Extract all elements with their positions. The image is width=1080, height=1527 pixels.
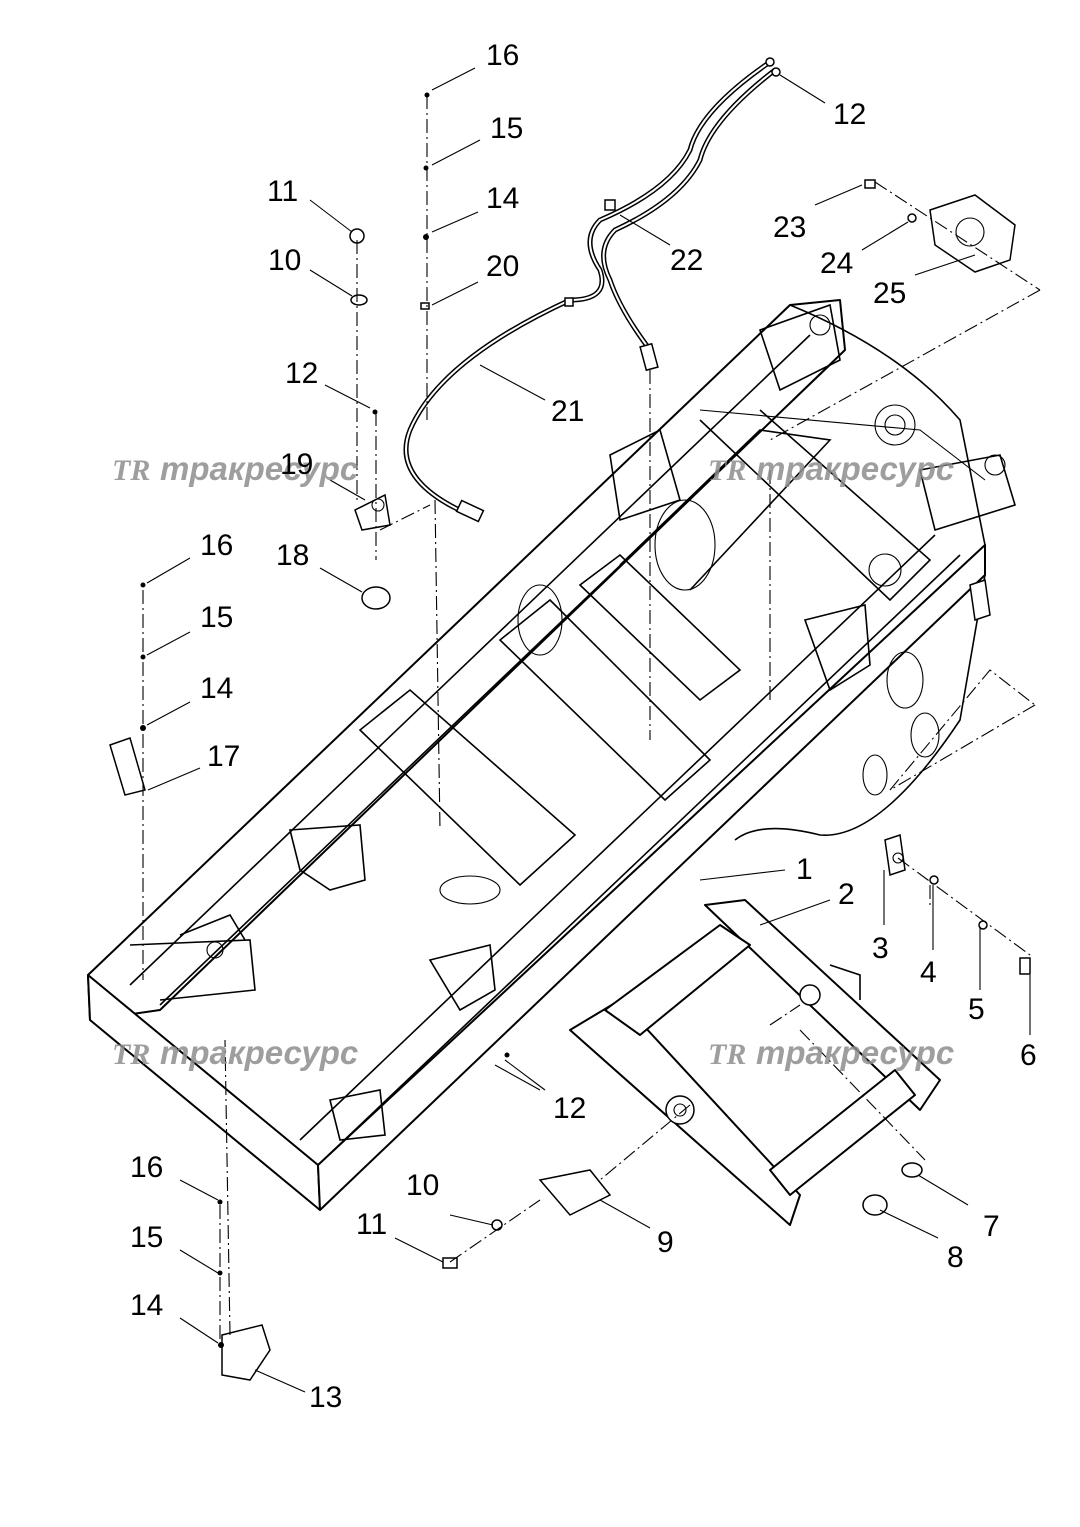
callout-5: 5	[968, 993, 985, 1026]
watermark-bottom-right: TR тракресурс	[708, 1034, 954, 1071]
callout-18: 18	[276, 539, 309, 572]
watermark-top-right: TR тракресурс	[708, 450, 954, 487]
callout-20: 20	[486, 250, 519, 283]
callout-16: 16	[486, 39, 519, 72]
callout-7: 7	[983, 1210, 1000, 1243]
watermark-top-left: TR тракресурс	[112, 450, 358, 487]
callout-25: 25	[873, 277, 906, 310]
callout-12: 12	[553, 1092, 586, 1125]
watermark-text: тракресурс	[160, 450, 358, 487]
callout-14: 14	[200, 672, 233, 705]
watermark-bottom-left: TR тракресурс	[112, 1034, 358, 1071]
watermark-text: тракресурс	[756, 1034, 954, 1071]
callout-16: 16	[200, 529, 233, 562]
callout-1: 1	[796, 853, 813, 886]
callout-15: 15	[200, 601, 233, 634]
watermark-logo: TR	[708, 1038, 746, 1071]
callout-11: 11	[267, 175, 298, 208]
callout-2: 2	[838, 878, 855, 911]
callout-13: 13	[309, 1381, 342, 1414]
callout-6: 6	[1020, 1039, 1037, 1072]
callout-16: 16	[130, 1151, 163, 1184]
callout-8: 8	[947, 1241, 964, 1274]
callout-10: 10	[406, 1169, 439, 1202]
assembly-centerlines	[142, 95, 1041, 1340]
subframe	[569, 899, 941, 1226]
callout-15: 15	[490, 112, 523, 145]
callout-4: 4	[920, 956, 937, 989]
watermark-text: тракресурс	[160, 1034, 358, 1071]
leader-lines	[146, 67, 1031, 1393]
callout-19: 19	[280, 448, 313, 481]
watermark-text: тракресурс	[756, 450, 954, 487]
callout-21: 21	[551, 395, 584, 428]
callout-14: 14	[486, 182, 519, 215]
callout-23: 23	[773, 211, 806, 244]
callout-10: 10	[268, 244, 301, 277]
callout-11: 11	[356, 1208, 387, 1241]
callout-17: 17	[207, 740, 240, 773]
callout-12: 12	[285, 357, 318, 390]
watermark-logo: TR	[112, 454, 150, 487]
callout-15: 15	[130, 1221, 163, 1254]
watermark-logo: TR	[708, 454, 746, 487]
main-frame	[87, 299, 1016, 1211]
callout-14: 14	[130, 1289, 163, 1322]
watermark-logo: TR	[112, 1038, 150, 1071]
callout-3: 3	[872, 932, 889, 965]
callout-labels: 16 15 14 20 11 10 12 19 18 16 15 14 17 2…	[130, 39, 1037, 1414]
callout-12: 12	[833, 98, 866, 131]
callout-22: 22	[670, 244, 703, 277]
callout-9: 9	[657, 1226, 674, 1259]
callout-24: 24	[820, 247, 853, 280]
